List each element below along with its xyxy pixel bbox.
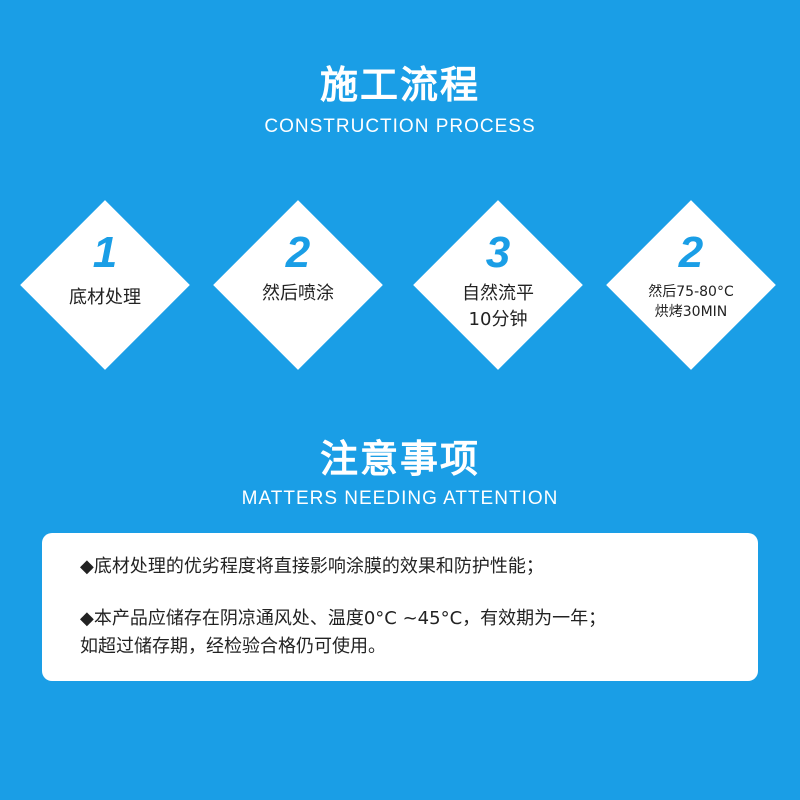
step-text-line-1: 底材处理 xyxy=(69,287,141,308)
process-step-2: 2 然后喷涂 xyxy=(213,200,383,370)
diamond-bullet-icon: ◆ xyxy=(80,556,94,577)
step-text-line-1: 然后75-80°C xyxy=(648,284,734,300)
process-title: 施工流程 xyxy=(319,63,480,107)
note-item-1: ◆底材处理的优劣程度将直接影响涂膜的效果和防护性能； xyxy=(80,553,544,581)
step-number: 2 xyxy=(678,228,704,277)
step-text-line-1: 然后喷涂 xyxy=(262,283,334,304)
step-text-line-2: 10分钟 xyxy=(468,309,528,330)
process-step-4: 2 然后75-80°C 烘烤30MIN xyxy=(606,200,776,370)
note-item-2: ◆本产品应储存在阴凉通风处、温度0°C ~45°C，有效期为一年； xyxy=(80,605,606,633)
step-text-line-1: 自然流平 xyxy=(462,283,534,304)
process-step-3: 3 自然流平 10分钟 xyxy=(413,200,583,370)
attention-subtitle: MATTERS NEEDING ATTENTION xyxy=(241,488,559,509)
note-text: 本产品应储存在阴凉通风处、温度0°C ~45°C，有效期为一年； xyxy=(93,608,607,629)
process-subtitle: CONSTRUCTION PROCESS xyxy=(264,116,536,137)
step-number: 1 xyxy=(92,228,118,277)
step-text-line-2: 烘烤30MIN xyxy=(654,304,728,320)
process-step-1: 1 底材处理 xyxy=(20,200,190,370)
diamond-shape xyxy=(20,200,190,370)
step-number: 3 xyxy=(485,228,511,277)
note-item-2-continued: 如超过储存期，经检验合格仍可使用。 xyxy=(80,636,386,657)
attention-panel: ◆底材处理的优劣程度将直接影响涂膜的效果和防护性能； ◆本产品应储存在阴凉通风处… xyxy=(42,533,758,681)
diamond-bullet-icon: ◆ xyxy=(80,608,94,629)
attention-title: 注意事项 xyxy=(319,437,480,481)
step-number: 2 xyxy=(285,228,311,277)
note-text: 底材处理的优劣程度将直接影响涂膜的效果和防护性能； xyxy=(93,556,544,577)
